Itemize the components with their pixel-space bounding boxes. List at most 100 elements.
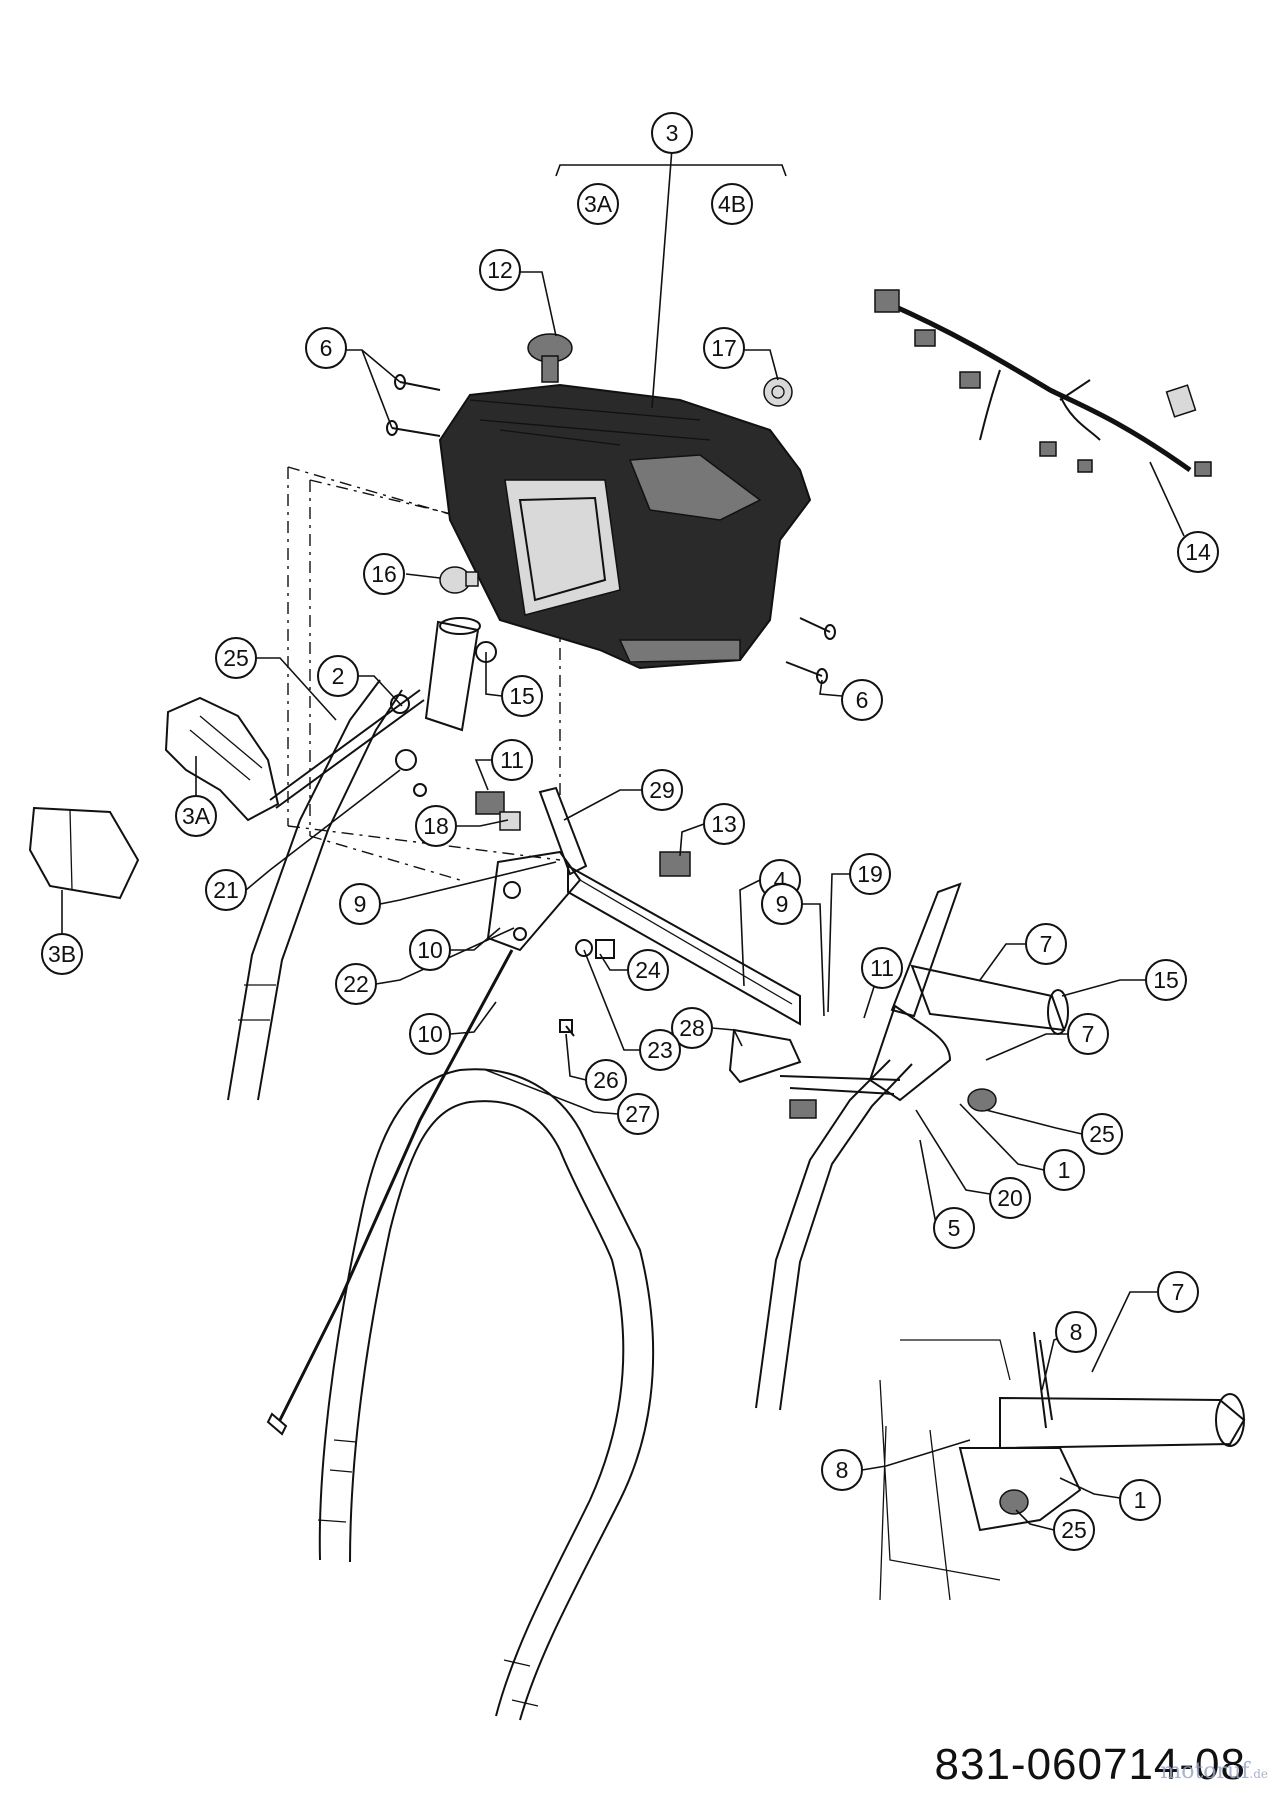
part-label-11-right: 11	[861, 947, 903, 989]
svg-text:1: 1	[1134, 1487, 1147, 1513]
svg-text:12: 12	[487, 257, 513, 283]
svg-text:3: 3	[666, 120, 679, 146]
indicator	[763, 377, 793, 407]
part-label-9-right: 9	[761, 883, 803, 925]
cover-3b	[28, 806, 140, 900]
bolts	[559, 939, 615, 1037]
part-label-28: 28	[671, 1007, 713, 1049]
part-label-7-middle: 7	[1067, 1013, 1109, 1055]
part-label-15-right: 15	[1145, 959, 1187, 1001]
wire-harness	[874, 289, 1212, 477]
svg-text:29: 29	[649, 777, 675, 803]
part-label-12: 12	[479, 249, 521, 291]
svg-text:25: 25	[1061, 1517, 1087, 1543]
svg-text:11: 11	[500, 747, 524, 773]
svg-text:1: 1	[1058, 1157, 1071, 1183]
part-label-3: 3	[651, 112, 693, 154]
part-label-19: 19	[849, 853, 891, 895]
part-label-10-upper: 10	[409, 929, 451, 971]
part-label-24: 24	[627, 949, 669, 991]
watermark-tld: .de	[1249, 1767, 1268, 1781]
part-label-9-left: 9	[339, 883, 381, 925]
svg-text:10: 10	[417, 937, 443, 963]
knob	[527, 333, 573, 383]
switch	[475, 791, 521, 831]
right-grip	[779, 964, 1069, 1119]
svg-text:6: 6	[856, 687, 869, 713]
part-label-26: 26	[585, 1059, 627, 1101]
svg-text:8: 8	[1070, 1319, 1083, 1345]
svg-text:3A: 3A	[584, 191, 613, 217]
watermark-logo: motoruf.de	[1160, 1759, 1268, 1784]
part-number: 831-060714-08	[934, 1740, 1246, 1789]
deflector-plate	[164, 696, 280, 822]
part-label-27: 27	[617, 1093, 659, 1135]
part-label-6-bottom: 6	[841, 679, 883, 721]
svg-text:3B: 3B	[48, 941, 76, 967]
part-label-21: 21	[205, 869, 247, 911]
part-label-6-top: 6	[305, 327, 347, 369]
part-label-1-upper: 1	[1043, 1149, 1085, 1191]
svg-text:4B: 4B	[718, 191, 746, 217]
svg-text:9: 9	[776, 891, 789, 917]
cross-panel	[486, 850, 801, 1026]
part-label-10-lower: 10	[409, 1013, 451, 1055]
part-label-23: 23	[639, 1029, 681, 1071]
part-label-8-lower: 8	[821, 1449, 863, 1491]
svg-text:25: 25	[223, 645, 249, 671]
svg-text:6: 6	[320, 335, 333, 361]
svg-text:22: 22	[343, 971, 369, 997]
lower-handle	[317, 1068, 655, 1721]
svg-text:7: 7	[1082, 1021, 1095, 1047]
svg-text:16: 16	[371, 561, 397, 587]
part-label-1-lower: 1	[1119, 1479, 1161, 1521]
part-label-3a-left: 3A	[175, 795, 217, 837]
svg-text:2: 2	[332, 663, 345, 689]
connector	[659, 851, 691, 877]
part-label-5: 5	[933, 1207, 975, 1249]
part-label-3b: 3B	[41, 933, 83, 975]
svg-text:25: 25	[1089, 1121, 1115, 1147]
part-label-3a-top: 3A	[577, 183, 619, 225]
svg-text:7: 7	[1172, 1279, 1185, 1305]
part-label-13: 13	[703, 803, 745, 845]
part-label-17: 17	[703, 327, 745, 369]
part-label-7-inset: 7	[1157, 1271, 1199, 1313]
part-label-15-left: 15	[501, 675, 543, 717]
svg-text:27: 27	[625, 1101, 651, 1127]
lever	[538, 786, 588, 876]
part-label-25-inset: 25	[1053, 1509, 1095, 1551]
svg-text:21: 21	[213, 877, 239, 903]
part-label-14: 14	[1177, 531, 1219, 573]
svg-text:8: 8	[836, 1457, 849, 1483]
right-handle	[755, 1059, 913, 1411]
svg-text:10: 10	[417, 1021, 443, 1047]
cable	[266, 949, 514, 1436]
leader-lines	[61, 116, 1185, 1531]
svg-text:15: 15	[509, 683, 535, 709]
svg-text:24: 24	[635, 957, 661, 983]
part-label-4b: 4B	[711, 183, 753, 225]
svg-text:26: 26	[593, 1067, 619, 1093]
svg-text:13: 13	[711, 811, 737, 837]
watermark-name: motoruf	[1160, 1759, 1250, 1784]
svg-text:5: 5	[948, 1215, 961, 1241]
part-label-8-upper: 8	[1055, 1311, 1097, 1353]
svg-text:11: 11	[870, 955, 894, 981]
part-label-18: 18	[415, 805, 457, 847]
svg-text:20: 20	[997, 1185, 1023, 1211]
svg-text:18: 18	[423, 813, 449, 839]
svg-text:28: 28	[679, 1015, 705, 1041]
svg-text:23: 23	[647, 1037, 673, 1063]
inset-detail	[879, 1331, 1246, 1601]
part-label-2: 2	[317, 655, 359, 697]
part-label-7-top: 7	[1025, 923, 1067, 965]
part-label-20: 20	[989, 1177, 1031, 1219]
svg-text:7: 7	[1040, 931, 1053, 957]
part-label-29: 29	[641, 769, 683, 811]
svg-text:9: 9	[354, 891, 367, 917]
dashboard-cover	[438, 383, 812, 670]
svg-text:15: 15	[1153, 967, 1179, 993]
chute-rod	[269, 689, 427, 809]
svg-text:14: 14	[1185, 539, 1211, 565]
